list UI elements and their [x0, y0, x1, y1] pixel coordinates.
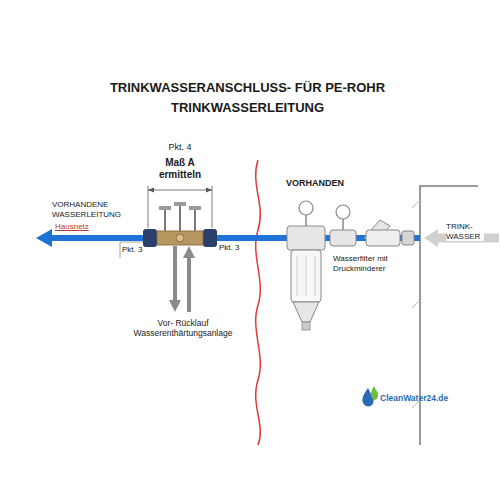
logo-icon	[362, 386, 378, 406]
dimension-line	[212, 186, 213, 228]
dimension-label: Maß A ermitteln	[150, 157, 210, 181]
softener-lines	[183, 246, 195, 258]
bypass-valve	[164, 210, 166, 231]
cut-line	[256, 160, 261, 445]
softener-lines	[169, 246, 195, 312]
softener-label: Vor- Rücklauf Wasserenthärtungsanlage	[122, 318, 244, 338]
bypass-valve	[176, 234, 184, 242]
softener-lines	[169, 300, 181, 312]
pe-pipe	[36, 229, 52, 247]
water-filter	[297, 256, 298, 296]
pressure-reducer	[336, 205, 350, 219]
callout-number: Pkt. 3	[219, 243, 253, 253]
dimension-line	[148, 190, 212, 191]
water-filter	[299, 201, 313, 215]
water-filter	[302, 322, 310, 330]
bypass-valve	[179, 206, 181, 231]
callout-number: Pkt. 3	[122, 245, 154, 255]
pressure-reducer	[330, 230, 356, 246]
water-filter	[287, 226, 325, 250]
watermark: CleanWater24.de	[380, 393, 470, 403]
water-filter	[291, 250, 321, 302]
softener-lines	[187, 258, 191, 312]
dimension-line	[206, 188, 212, 193]
inlet-label: TRINK- WASSER	[446, 222, 484, 241]
bypass-valve	[143, 202, 217, 247]
pipe-label: VORHANDENE WASSERLEITUNG	[52, 200, 130, 219]
logo-icon	[371, 386, 378, 400]
dimension-line	[148, 188, 154, 193]
diagram-title: TRINKWASSERANSCHLUSS- FÜR PE-ROHR TRINKW…	[75, 78, 420, 117]
pressure-reducer	[330, 205, 414, 246]
bypass-valve	[174, 202, 186, 206]
wall	[412, 300, 420, 308]
callout-number: Pkt. 4	[145, 142, 215, 153]
inflow-arrow	[424, 229, 438, 247]
filter-label: Wasserfilter mit Druckminderer	[333, 254, 409, 273]
network-label: Hausnetz	[55, 222, 115, 232]
wall	[412, 200, 420, 208]
bypass-valve	[194, 210, 196, 231]
pressure-reducer	[342, 218, 344, 230]
dimension-line	[148, 186, 149, 228]
bypass-valve	[203, 229, 217, 247]
pressure-reducer	[402, 231, 414, 245]
water-filter	[305, 214, 307, 226]
bypass-valve	[143, 229, 157, 247]
water-filter	[306, 256, 307, 296]
water-filter	[287, 201, 325, 330]
existing-label: VORHANDEN	[286, 178, 366, 189]
softener-lines	[173, 246, 177, 300]
bypass-valve	[159, 206, 171, 210]
bypass-valve	[189, 206, 201, 210]
water-filter	[315, 256, 316, 296]
bypass-valve	[157, 231, 203, 245]
water-filter	[293, 302, 319, 322]
cut-line	[256, 160, 261, 445]
pressure-reducer	[366, 230, 400, 246]
